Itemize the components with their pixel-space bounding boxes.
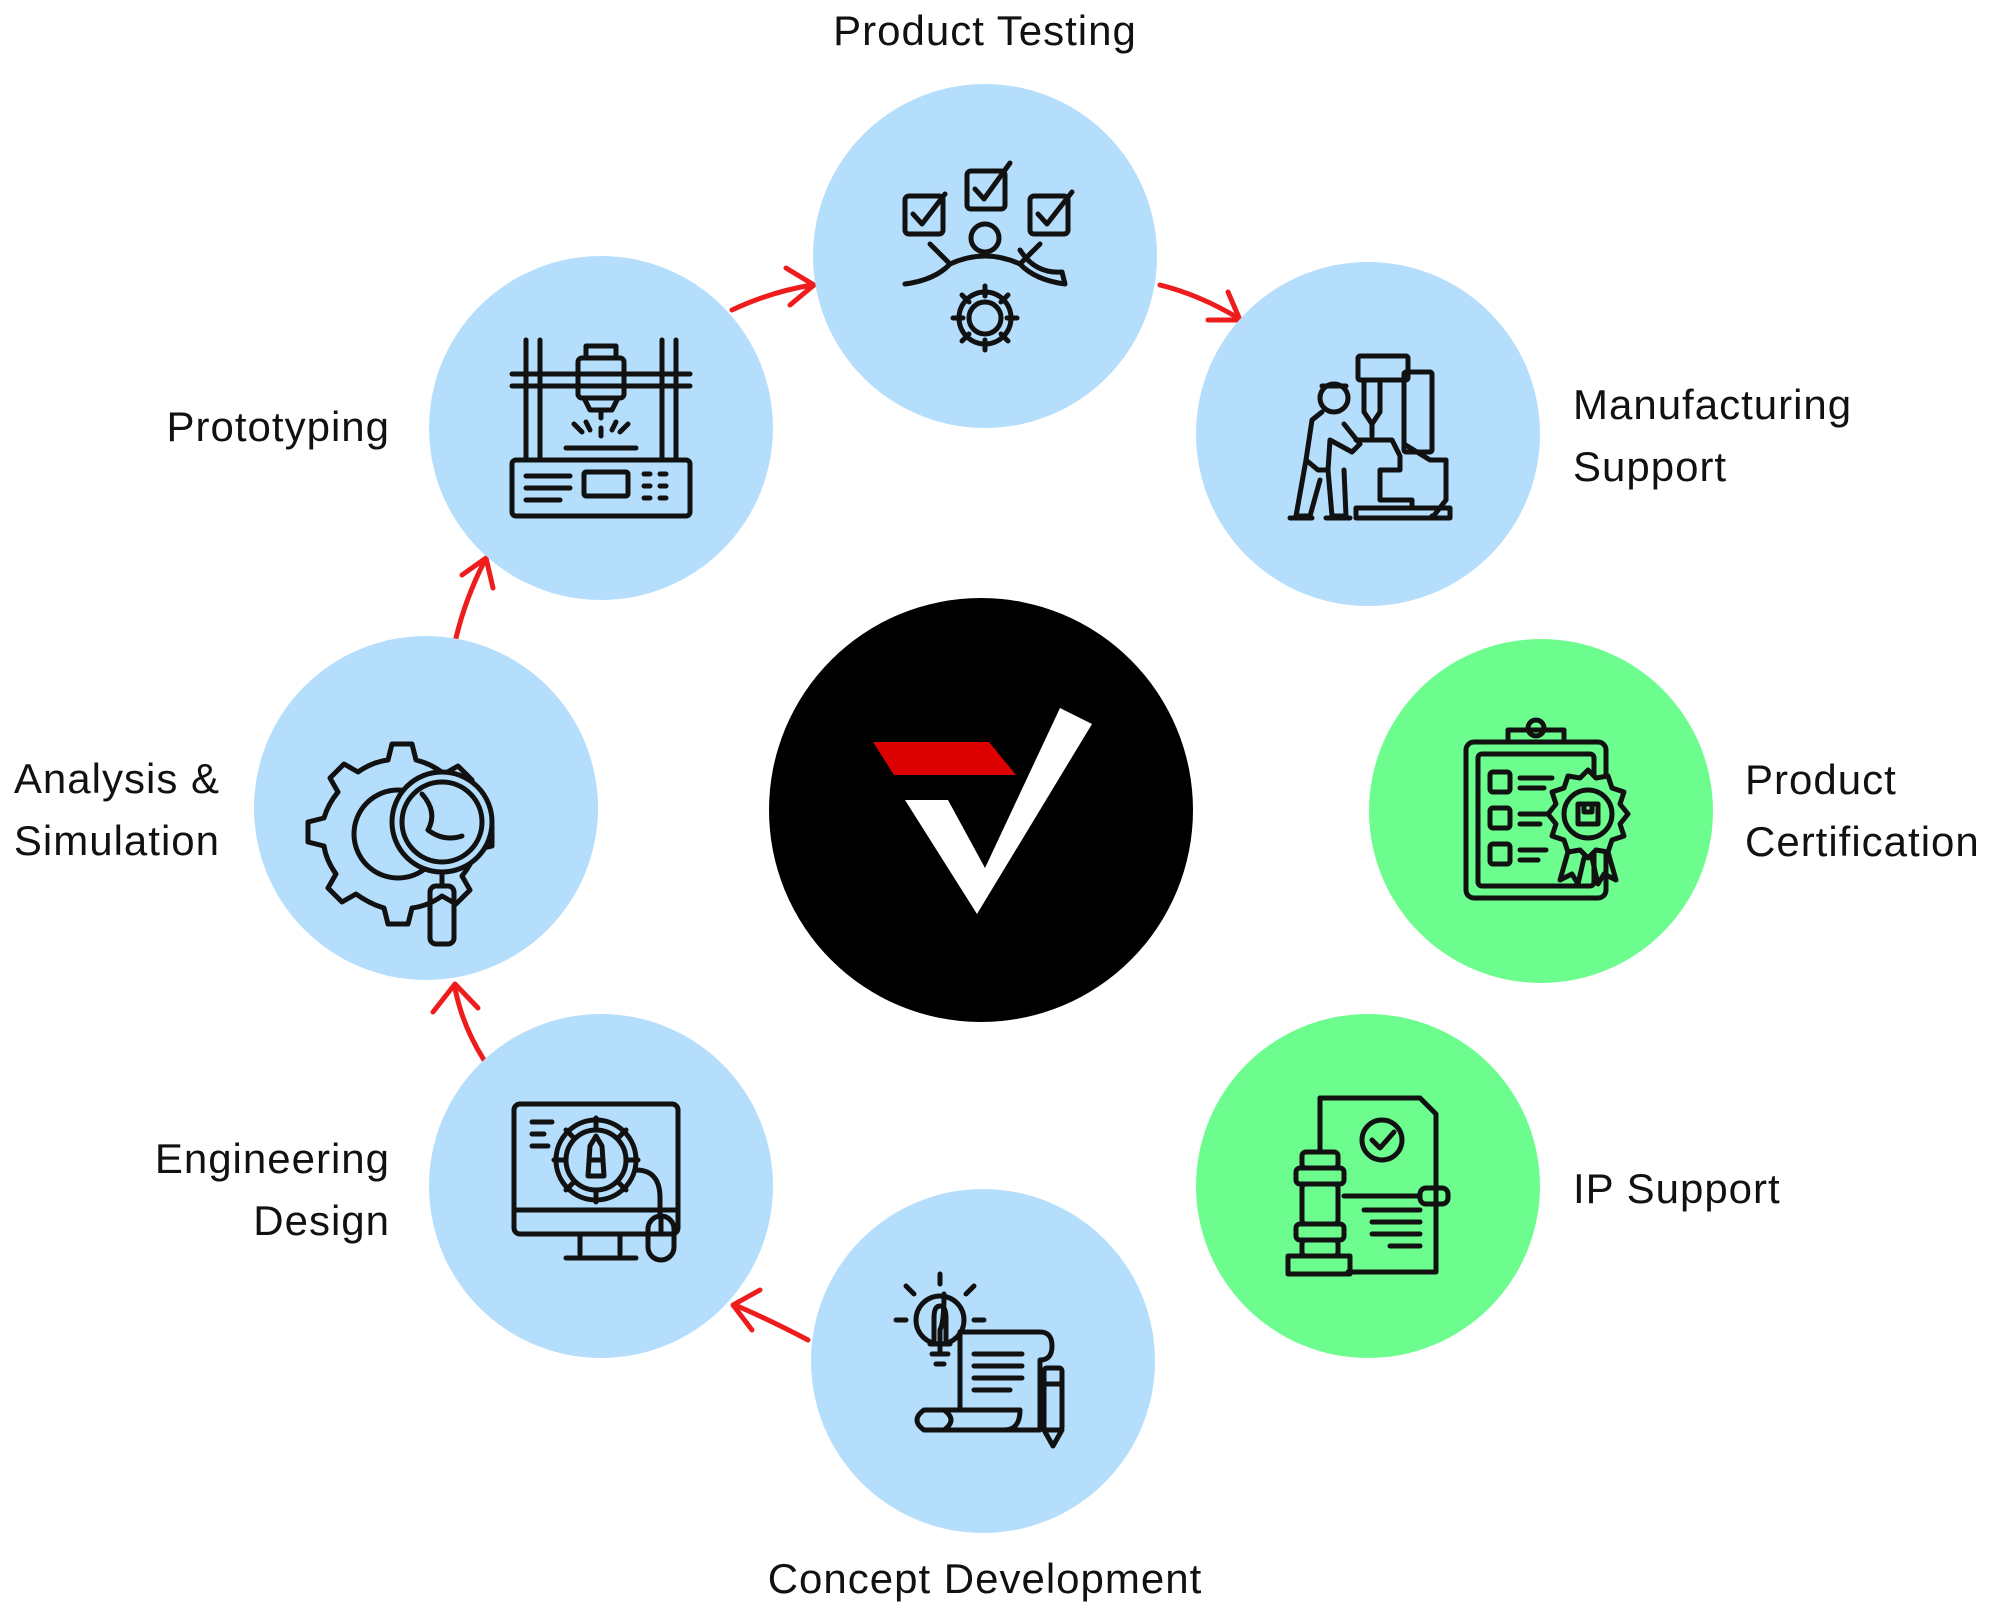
label-analysis-simulation: Analysis & Simulation	[13, 755, 220, 864]
label-product-testing: Product Testing	[833, 7, 1137, 54]
lightbulb-scroll-icon	[893, 1271, 1065, 1449]
circle-product-certification	[1369, 639, 1713, 983]
arrow-prototyping-to-testing	[729, 265, 817, 313]
circle-ip-support	[1196, 1014, 1540, 1358]
arrow-testing-to-manufacturing	[1157, 282, 1243, 323]
worker-machine-icon	[1287, 353, 1453, 521]
center-circle	[769, 598, 1193, 1022]
circle-manufacturing-support	[1196, 262, 1540, 606]
label-concept-development: Concept Development	[767, 1555, 1203, 1602]
label-ip-support: IP Support	[1573, 1165, 1781, 1212]
clipboard-badge-icon	[1463, 717, 1631, 901]
monitor-gear-icon	[511, 1101, 681, 1263]
center-logo	[769, 598, 1193, 1022]
label-prototyping: Prototyping	[166, 403, 390, 450]
circle-concept-development	[811, 1189, 1155, 1533]
flow-arrows	[430, 265, 1243, 1343]
arrow-analysis-to-prototyping	[453, 555, 496, 641]
label-engineering-design: Engineering Design	[154, 1135, 390, 1244]
check-logo-icon	[873, 708, 1092, 914]
arrow-engineering-to-analysis	[430, 981, 487, 1063]
gavel-document-icon	[1285, 1095, 1451, 1277]
3d-printer-icon	[509, 337, 693, 519]
arrow-concept-to-engineering	[730, 1287, 811, 1343]
gear-magnifier-icon	[305, 741, 495, 947]
label-manufacturing-support: Manufacturing Support	[1573, 381, 1853, 490]
checklist-person-gear-icon	[902, 160, 1075, 353]
label-product-certification: Product Certification	[1745, 756, 1980, 865]
circle-engineering-design	[429, 1014, 773, 1358]
